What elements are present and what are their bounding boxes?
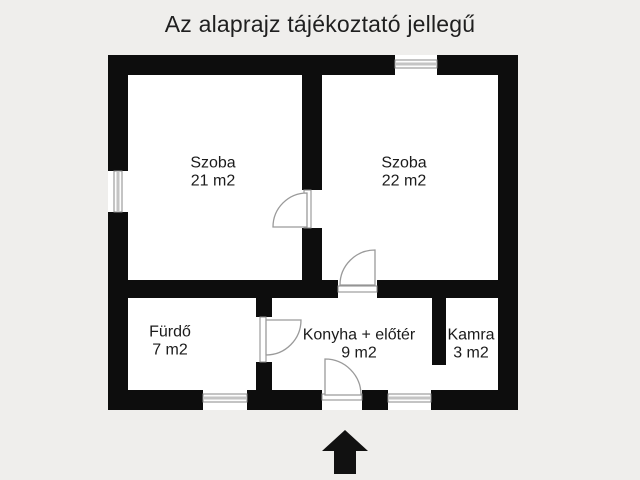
wall-segment: [108, 390, 203, 410]
window-icon: [113, 170, 123, 213]
wall-segment: [302, 75, 322, 190]
entrance-arrow-icon: [322, 430, 368, 474]
door-swing-icon: [265, 319, 302, 356]
room-name: Szoba: [381, 154, 427, 172]
wall-segment: [362, 390, 388, 410]
room-label-szoba-21: Szoba 21 m2: [190, 155, 235, 190]
wall-segment: [247, 390, 322, 410]
room-name: Fürdő: [149, 323, 191, 341]
window-icon: [202, 393, 248, 403]
room-area: 3 m2: [453, 344, 489, 361]
wall-segment: [498, 55, 518, 410]
wall-segment: [437, 55, 518, 75]
door-frame: [259, 316, 267, 363]
room-area: 9 m2: [341, 344, 377, 361]
room-label-furdo: Fürdő 7 m2: [149, 324, 191, 359]
wall-segment: [108, 55, 395, 75]
exterior-walls: [108, 55, 518, 410]
room-label-konyha-eloter: Konyha + előtér 9 m2: [303, 327, 416, 362]
wall-segment: [432, 298, 446, 365]
window-icon: [394, 59, 438, 69]
door-swing-icon: [272, 192, 308, 228]
room-area: 22 m2: [381, 172, 427, 189]
room-name: Konyha + előtér: [302, 326, 416, 344]
door-swing-icon: [324, 358, 362, 396]
wall-segment: [256, 362, 272, 390]
room-area: 21 m2: [190, 172, 236, 189]
room-label-szoba-22: Szoba 22 m2: [381, 155, 426, 190]
wall-segment: [108, 55, 128, 171]
room-name: Szoba: [190, 154, 236, 172]
wall-segment: [302, 228, 322, 280]
wall-segment: [256, 298, 272, 317]
wall-segment: [377, 280, 498, 298]
window-icon: [387, 393, 432, 403]
room-area: 7 m2: [152, 341, 188, 358]
doors: [259, 189, 378, 401]
wall-segment: [108, 212, 128, 410]
wall-segment: [128, 280, 338, 298]
interior-walls: [128, 75, 498, 390]
door-swing-icon: [339, 249, 376, 286]
room-label-kamra: Kamra 3 m2: [447, 327, 494, 362]
windows: [113, 59, 438, 403]
wall-segment: [431, 390, 518, 410]
room-name: Kamra: [447, 326, 495, 344]
door-frame: [337, 285, 378, 293]
page-title: Az alaprajz tájékoztató jellegű: [164, 11, 476, 37]
